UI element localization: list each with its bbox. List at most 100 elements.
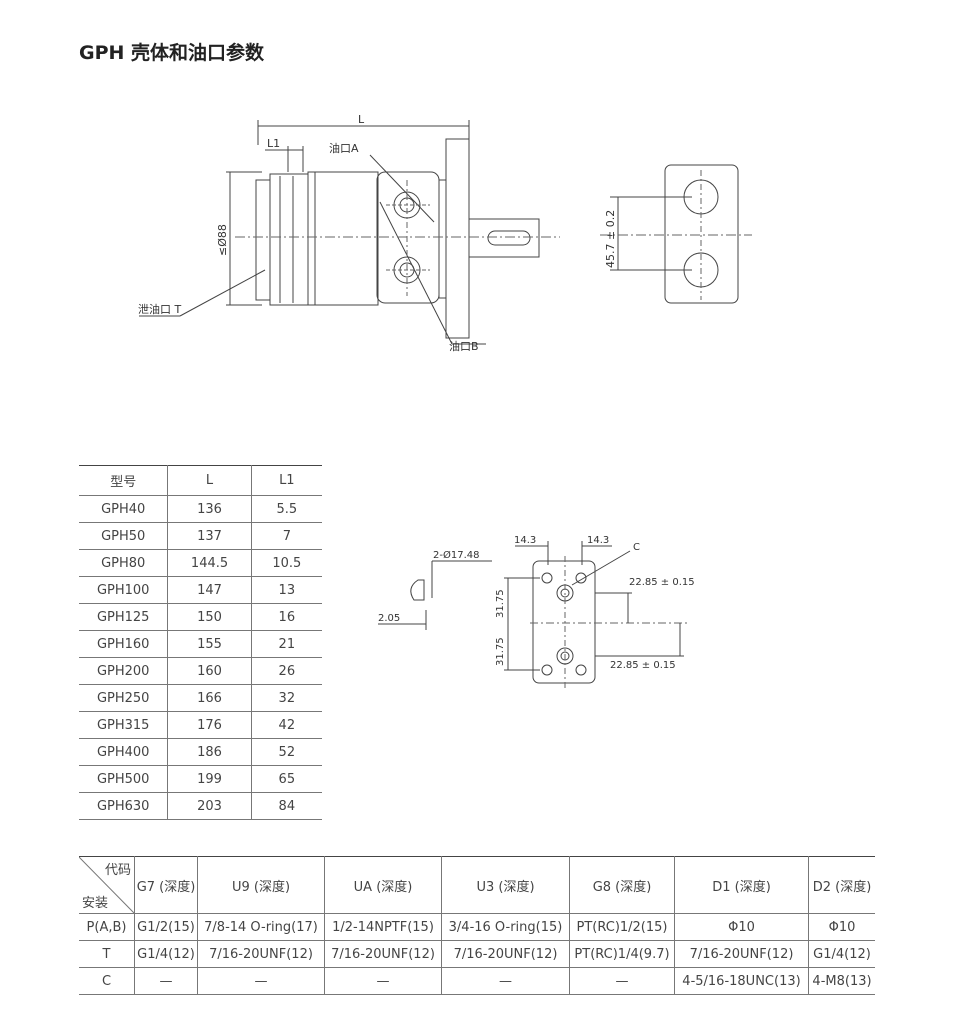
- l1-cell: 7: [250, 522, 322, 550]
- table-cell: Φ10: [808, 913, 875, 941]
- table-cell: 7/16-20UNF(12): [324, 940, 442, 968]
- column-header: U3 (深度): [441, 856, 570, 914]
- l1-cell: 5.5: [250, 495, 322, 523]
- model-cell: GPH315: [79, 711, 168, 739]
- dim-lower-label: 31.75: [495, 637, 506, 666]
- model-cell: GPH40: [79, 495, 168, 523]
- dim-bottom-offset-label: 22.85 ± 0.15: [610, 660, 676, 671]
- l1-cell: 10.5: [250, 549, 322, 577]
- l1-cell: 26: [250, 657, 322, 685]
- l-cell: 150: [167, 603, 252, 631]
- table-cell: —: [134, 967, 198, 995]
- l1-cell: 84: [250, 792, 322, 820]
- port-spacing-label: 45.7 ± 0.2: [604, 210, 617, 268]
- l-cell: 166: [167, 684, 252, 712]
- port-a-label: 油口A: [329, 141, 359, 155]
- column-header: L: [167, 465, 252, 496]
- l1-cell: 32: [250, 684, 322, 712]
- model-cell: GPH100: [79, 576, 168, 604]
- l1-cell: 65: [250, 765, 322, 793]
- column-header: U9 (深度): [197, 856, 325, 914]
- l-cell: 137: [167, 522, 252, 550]
- column-header: D2 (深度): [808, 856, 875, 914]
- column-header: G7 (深度): [134, 856, 198, 914]
- table-cell: 7/16-20UNF(12): [197, 940, 325, 968]
- l1-cell: 21: [250, 630, 322, 658]
- l-cell: 203: [167, 792, 252, 820]
- l-cell: 136: [167, 495, 252, 523]
- table-cell: 4-5/16-18UNC(13): [674, 967, 809, 995]
- l-cell: 155: [167, 630, 252, 658]
- table-cell: 7/16-20UNF(12): [441, 940, 570, 968]
- table-row: C — — — — — 4-5/16-18UNC(13) 4-M8(13): [79, 967, 875, 995]
- table-header-row: 代码 安装 G7 (深度) U9 (深度) UA (深度) U3 (深度) G8…: [79, 856, 875, 914]
- model-cell: GPH630: [79, 792, 168, 820]
- port-spec-table: 代码 安装 G7 (深度) U9 (深度) UA (深度) U3 (深度) G8…: [79, 856, 875, 995]
- table-cell: G1/2(15): [134, 913, 198, 941]
- depth-label: 2.05: [378, 613, 400, 624]
- l-cell: 199: [167, 765, 252, 793]
- model-cell: GPH400: [79, 738, 168, 766]
- dim-l1-label: L1: [267, 137, 280, 150]
- table-cell: G1/4(12): [134, 940, 198, 968]
- model-cell: GPH200: [79, 657, 168, 685]
- l-cell: 147: [167, 576, 252, 604]
- table-row: P(A,B) G1/2(15) 7/8-14 O-ring(17) 1/2-14…: [79, 913, 875, 941]
- table-cell: Φ10: [674, 913, 809, 941]
- table-cell: 7/16-20UNF(12): [674, 940, 809, 968]
- l-cell: 160: [167, 657, 252, 685]
- table-cell: —: [569, 967, 675, 995]
- hole-dia-label: 2-Ø17.48: [433, 549, 479, 561]
- model-cell: GPH125: [79, 603, 168, 631]
- model-cell: GPH80: [79, 549, 168, 577]
- l-cell: 176: [167, 711, 252, 739]
- column-header: L1: [250, 465, 322, 496]
- model-cell: GPH160: [79, 630, 168, 658]
- column-header: 型号: [79, 465, 168, 496]
- c-port-label: C: [633, 542, 640, 553]
- l1-cell: 13: [250, 576, 322, 604]
- model-cell: GPH50: [79, 522, 168, 550]
- table-cell: 4-M8(13): [808, 967, 875, 995]
- table-cell: —: [324, 967, 442, 995]
- column-header: UA (深度): [324, 856, 442, 914]
- column-header: G8 (深度): [569, 856, 675, 914]
- table-cell: —: [441, 967, 570, 995]
- l1-cell: 16: [250, 603, 322, 631]
- row-label: T: [79, 940, 135, 968]
- table-cell: PT(RC)1/2(15): [569, 913, 675, 941]
- model-cell: GPH500: [79, 765, 168, 793]
- dim-l-label: L: [358, 113, 365, 126]
- l1-cell: 42: [250, 711, 322, 739]
- table-cell: 3/4-16 O-ring(15): [441, 913, 570, 941]
- corner-install-label: 安装: [82, 896, 109, 911]
- l1-cell: 52: [250, 738, 322, 766]
- dim-left-label: 14.3: [514, 535, 536, 546]
- dim-top-offset-label: 22.85 ± 0.15: [629, 577, 695, 588]
- l-cell: 144.5: [167, 549, 252, 577]
- table-cell: 1/2-14NPTF(15): [324, 913, 442, 941]
- dim-upper-label: 31.75: [495, 589, 506, 618]
- model-cell: GPH250: [79, 684, 168, 712]
- column-header: D1 (深度): [674, 856, 809, 914]
- table-cell: —: [197, 967, 325, 995]
- table-cell: 7/8-14 O-ring(17): [197, 913, 325, 941]
- row-label: C: [79, 967, 135, 995]
- page-title: GPH 壳体和油口参数: [79, 42, 265, 64]
- l-cell: 186: [167, 738, 252, 766]
- table-row: T G1/4(12) 7/16-20UNF(12) 7/16-20UNF(12)…: [79, 940, 875, 968]
- corner-header-cell: 代码 安装: [79, 856, 135, 914]
- row-label: P(A,B): [79, 913, 135, 941]
- table-header-row: 型号 L L1: [79, 465, 322, 496]
